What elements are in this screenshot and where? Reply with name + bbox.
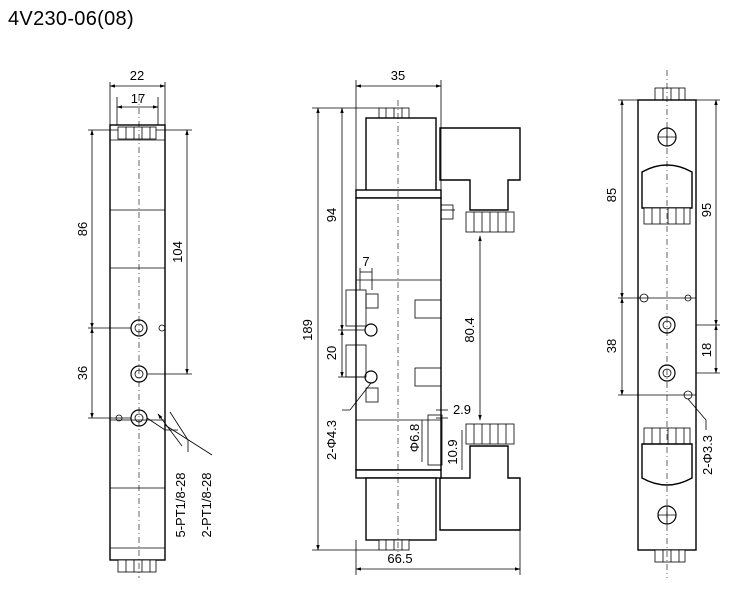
dim-7: 7	[362, 254, 369, 269]
front-valve-body	[355, 197, 442, 471]
dim-66-5: 66.5	[387, 551, 412, 566]
port-label-2: 2-PT1/8-28	[199, 472, 214, 537]
dim-36: 36	[75, 366, 90, 380]
dim-10-9: 10.9	[445, 439, 460, 464]
dim-94: 94	[324, 208, 339, 222]
drawing-title: 4V230-06(08)	[8, 8, 134, 30]
dim-phi-6-8: Φ6.8	[407, 424, 422, 452]
front-view: 35 189 94 7 20 2-Φ4.3 80.4 2.9 Φ6.8 10.	[300, 68, 521, 575]
dim-2-9: 2.9	[453, 402, 471, 417]
dim-80-4: 80.4	[462, 317, 477, 342]
dim-189: 189	[300, 319, 315, 341]
upper-coil-connector	[439, 127, 521, 211]
dim-38: 38	[604, 339, 619, 353]
lower-solenoid	[365, 477, 437, 541]
left-view: 22 17 86 104 36 5-PT1/8-28 2-PT1/8-28	[75, 68, 214, 578]
dim-95: 95	[699, 203, 714, 217]
dim-18: 18	[699, 343, 714, 357]
upper-solenoid	[365, 117, 437, 195]
hole-label-3-3: 2-Φ3.3	[700, 435, 715, 475]
port-label-5: 5-PT1/8-28	[173, 472, 188, 537]
dim-17: 17	[131, 91, 145, 106]
hole-label-4-3: 2-Φ4.3	[324, 420, 339, 460]
left-valve-body	[109, 124, 166, 561]
dim-85: 85	[604, 188, 619, 202]
dim-104: 104	[170, 241, 185, 263]
dim-20: 20	[324, 346, 339, 360]
dim-22: 22	[130, 68, 144, 83]
right-view: 85 95 38 18 2-Φ3.3	[604, 70, 720, 578]
dim-86: 86	[75, 222, 90, 236]
dim-35: 35	[391, 68, 405, 83]
